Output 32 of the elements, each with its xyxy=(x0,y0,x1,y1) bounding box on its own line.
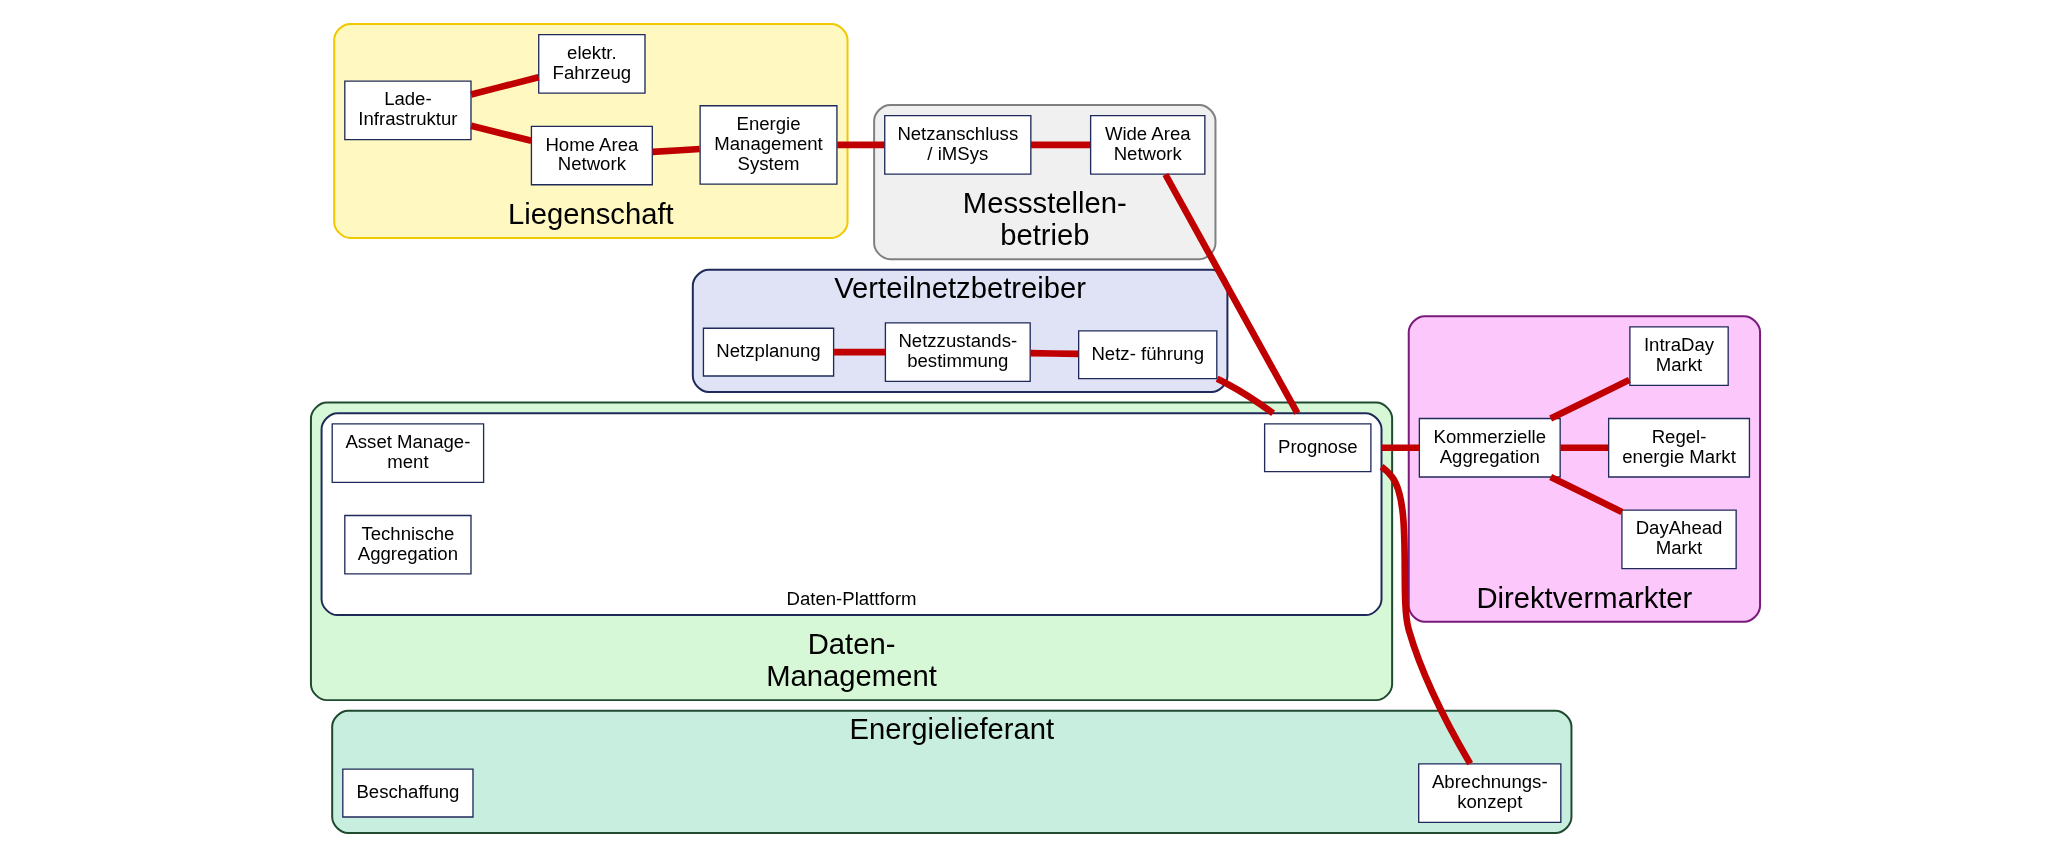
node-box: Energie Management System xyxy=(698,105,838,185)
node-box: Netzzustands- bestimmung xyxy=(884,322,1031,382)
connector xyxy=(1162,172,1300,415)
node-box: Lade- Infrastruktur xyxy=(343,80,472,141)
node-box: Beschaffung xyxy=(341,768,474,818)
connector xyxy=(651,145,700,156)
node-box: Abrechnungs- konzept xyxy=(1417,763,1561,823)
connector xyxy=(469,74,539,98)
connector xyxy=(833,348,885,356)
node-box: IntraDay Markt xyxy=(1628,326,1729,386)
connector xyxy=(1381,444,1419,452)
node-box: Netzanschluss / iMSys xyxy=(883,115,1031,175)
node-box: Prognose xyxy=(1263,423,1372,473)
connector xyxy=(1548,376,1631,422)
connector xyxy=(1030,141,1090,149)
connector xyxy=(1548,474,1623,515)
node-box: Asset Manage- ment xyxy=(331,423,484,483)
connector xyxy=(469,122,532,145)
node-box: Kommerzielle Aggregation xyxy=(1418,417,1561,478)
node-box: Home Area Network xyxy=(530,125,653,186)
connector xyxy=(836,141,884,149)
connector xyxy=(1560,444,1608,452)
node-box: elektr. Fahrzeug xyxy=(537,34,646,94)
connector xyxy=(1378,464,1473,766)
connector xyxy=(1215,375,1275,416)
node-box: Regel- energie Markt xyxy=(1607,417,1750,478)
node-box: Netz- führung xyxy=(1077,330,1217,380)
node-box: Netzplanung xyxy=(702,327,834,377)
node-box: DayAhead Markt xyxy=(1620,509,1737,570)
node-box: Technische Aggregation xyxy=(343,514,472,575)
connector xyxy=(1029,349,1078,358)
node-box: Wide Area Network xyxy=(1089,115,1205,175)
